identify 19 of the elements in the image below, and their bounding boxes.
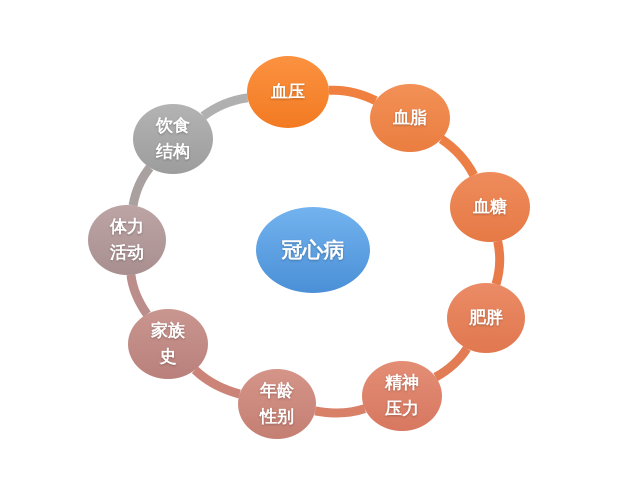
factor-circle: 精神压力 (362, 361, 442, 431)
factor-circle: 体力活动 (88, 205, 166, 275)
factor-circle: 家族史 (128, 309, 208, 379)
ring-line (200, 93, 248, 120)
ring-line (328, 86, 378, 105)
ring-line (433, 346, 471, 381)
ring-line (126, 274, 151, 317)
ring-line (492, 240, 504, 286)
ring-line (438, 135, 478, 178)
ring-line (314, 404, 366, 418)
ring-line (128, 164, 154, 206)
factor-circle: 年龄性别 (238, 369, 316, 439)
factor-circle: 饮食结构 (133, 104, 213, 174)
ring-line (192, 366, 241, 398)
factor-circle: 血糖 (450, 172, 530, 242)
factor-circle: 血脂 (370, 84, 450, 152)
center-ellipse: 冠心病 (256, 207, 370, 293)
factor-circle: 血压 (247, 56, 329, 128)
factor-circle: 肥胖 (447, 283, 525, 353)
